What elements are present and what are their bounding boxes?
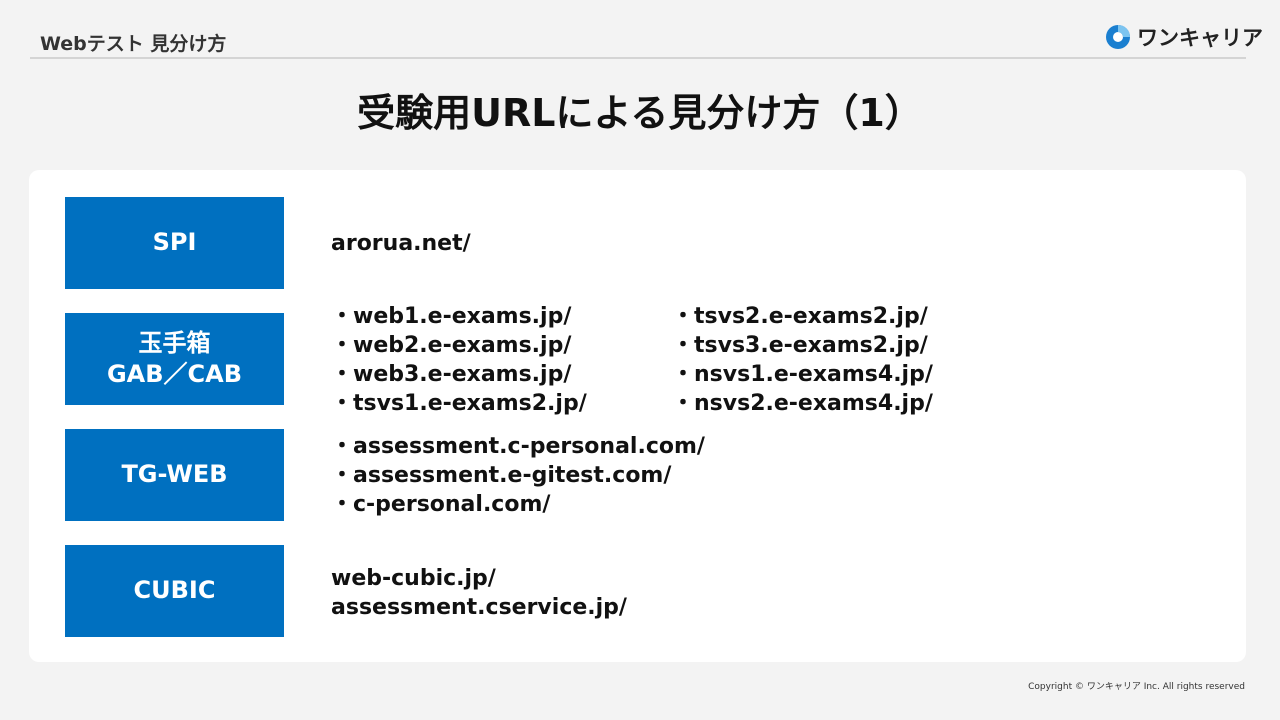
section-header: Webテスト 見分け方: [40, 33, 227, 55]
url-item: ・tsvs2.e-exams2.jp/: [672, 304, 928, 329]
logo-text: ワンキャリア: [1137, 26, 1263, 50]
url-item: ・c-personal.com/: [331, 492, 551, 517]
cubic-urls: web-cubic.jp/assessment.cservice.jp/: [331, 564, 627, 622]
url-item: ・assessment.c-personal.com/: [331, 434, 705, 459]
label-spi: SPI: [65, 197, 284, 289]
tamatebako-urls-col1: ・web1.e-exams.jp/ ・web2.e-exams.jp/ ・web3.…: [331, 302, 587, 418]
url-item: assessment.cservice.jp/: [331, 595, 627, 620]
logo-icon: [1106, 25, 1130, 49]
tgweb-urls: ・assessment.c-personal.com/ ・assessment.e…: [331, 432, 705, 519]
url-item: ・web1.e-exams.jp/: [331, 304, 572, 329]
label-tgweb: TG-WEB: [65, 429, 284, 521]
copyright: Copyright © ワンキャリア Inc. All rights reser…: [1028, 682, 1245, 692]
label-cubic: CUBIC: [65, 545, 284, 637]
url-item: ・nsvs1.e-exams4.jp/: [672, 362, 933, 387]
url-item: ・web3.e-exams.jp/: [331, 362, 572, 387]
spi-url: arorua.net/: [331, 231, 471, 256]
tamatebako-urls-col2: ・tsvs2.e-exams2.jp/ ・tsvs3.e-exams2.jp/ ・n…: [672, 302, 933, 418]
url-item: web-cubic.jp/: [331, 566, 496, 591]
logo: ワンキャリア: [1105, 22, 1263, 52]
url-item: ・web2.e-exams.jp/: [331, 333, 572, 358]
url-item: ・nsvs2.e-exams4.jp/: [672, 391, 933, 416]
label-tamatebako: 玉手箱 GAB／CAB: [65, 313, 284, 405]
url-item: ・tsvs1.e-exams2.jp/: [331, 391, 587, 416]
url-item: ・assessment.e-gitest.com/: [331, 463, 672, 488]
page-title: 受験用URLによる見分け方（1）: [357, 91, 923, 135]
url-item: ・tsvs3.e-exams2.jp/: [672, 333, 928, 358]
header-divider: [30, 57, 1246, 59]
